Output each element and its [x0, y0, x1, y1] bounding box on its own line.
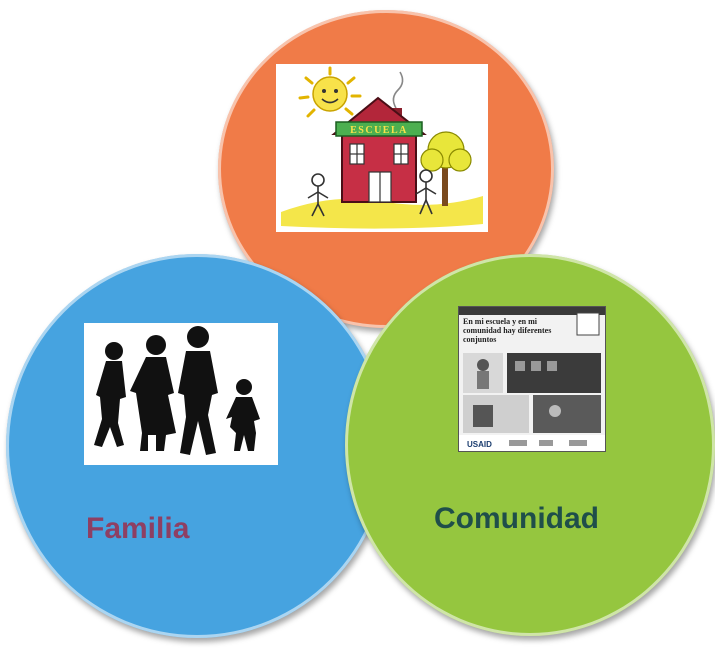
school-drawing-image: ESCUELA [276, 64, 488, 232]
tree-icon [420, 131, 472, 206]
comunidad-label: Comunidad [434, 502, 599, 535]
poster-title: En mi escuela y en mi comunidad hay dife… [463, 317, 552, 344]
familia-label: Familia [86, 512, 190, 545]
school-sign-board [335, 121, 423, 137]
child-left-icon [307, 173, 329, 217]
smoke-shape [392, 71, 404, 109]
poster-image: En mi escuela y en mi comunidad hay dife… [458, 306, 606, 452]
school-sign-text: ESCUELA [350, 125, 408, 136]
poster-icon: En mi escuela y en mi comunidad hay dife… [459, 307, 605, 451]
ground-shape [281, 196, 483, 229]
school-icon: ESCUELA [281, 66, 483, 229]
sun-icon [298, 66, 362, 118]
child-right-icon [415, 169, 437, 215]
poster-footer-text: USAID [467, 440, 492, 449]
family-silhouette-image [84, 323, 278, 465]
family-icon [94, 326, 260, 455]
windows-group [349, 143, 409, 165]
